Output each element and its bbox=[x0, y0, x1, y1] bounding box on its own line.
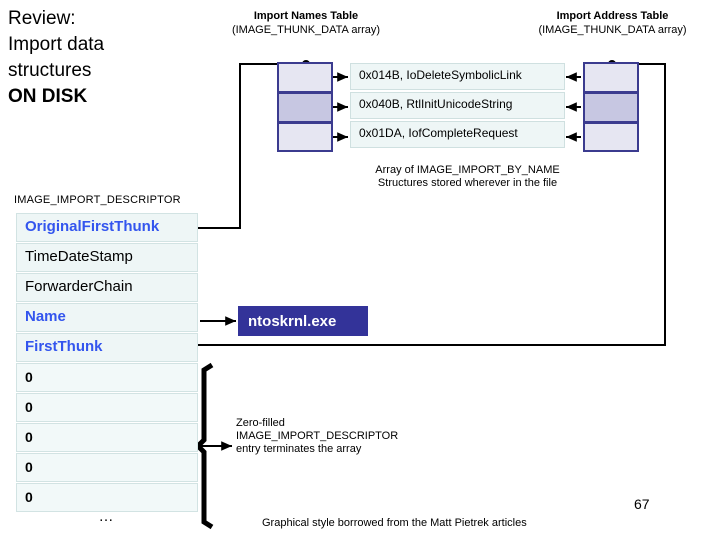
import-by-name-entry: 0x040B, RtlInitUnicodeString bbox=[350, 92, 565, 119]
import-address-table-stack bbox=[583, 62, 639, 152]
descriptor-field-name: Name bbox=[16, 303, 198, 332]
slide-title: Review: Import data structures ON DISK bbox=[8, 6, 198, 110]
descriptor-field-first-thunk: FirstThunk bbox=[16, 333, 198, 362]
iat-thunk-cell-1 bbox=[583, 92, 639, 122]
zero-descriptor-row: 0 bbox=[16, 393, 198, 422]
zero-descriptor-row: 0 bbox=[16, 483, 198, 512]
import-names-table-subtitle: (IMAGE_THUNK_DATA array) bbox=[231, 24, 381, 36]
int-thunk-cell-2 bbox=[277, 122, 333, 152]
descriptor-table-label: IMAGE_IMPORT_DESCRIPTOR bbox=[14, 194, 181, 206]
int-thunk-cell-0 bbox=[277, 62, 333, 92]
credit-line: Graphical style borrowed from the Matt P… bbox=[262, 517, 527, 529]
import-address-table-subtitle: (IMAGE_THUNK_DATA array) bbox=[538, 24, 687, 36]
int-thunk-cell-1 bbox=[277, 92, 333, 122]
dll-name-box: ntoskrnl.exe bbox=[238, 306, 368, 336]
title-line-1: Review: bbox=[8, 8, 76, 29]
title-emphasis: ON DISK bbox=[8, 86, 88, 107]
zero-filled-note: Zero-filled IMAGE_IMPORT_DESCRIPTOR entr… bbox=[236, 417, 436, 456]
descriptor-field-time-date-stamp: TimeDateStamp bbox=[16, 243, 198, 272]
import-address-table-title: Import Address Table bbox=[556, 10, 669, 22]
zero-descriptor-row: 0 bbox=[16, 363, 198, 392]
image-import-descriptor-table: OriginalFirstThunk TimeDateStamp Forward… bbox=[16, 213, 198, 363]
title-line-2: Import data bbox=[8, 34, 105, 55]
import-names-table-heading: Import Names Table (IMAGE_THUNK_DATA arr… bbox=[206, 9, 406, 37]
import-names-table-stack bbox=[277, 62, 333, 152]
descriptor-ellipsis: … bbox=[98, 508, 116, 525]
import-by-name-array-note: Array of IMAGE_IMPORT_BY_NAME Structures… bbox=[345, 164, 590, 190]
zero-note-line-1: Zero-filled bbox=[236, 417, 285, 429]
zero-note-line-2: IMAGE_IMPORT_DESCRIPTOR bbox=[236, 430, 399, 442]
import-address-table-heading: Import Address Table (IMAGE_THUNK_DATA a… bbox=[510, 9, 715, 37]
page-number: 67 bbox=[634, 496, 650, 512]
iat-thunk-cell-2 bbox=[583, 122, 639, 152]
array-note-line-2: Structures stored wherever in the file bbox=[377, 177, 558, 189]
import-names-table-title: Import Names Table bbox=[253, 10, 359, 22]
array-note-line-1: Array of IMAGE_IMPORT_BY_NAME bbox=[375, 164, 560, 176]
import-by-name-entry-list: 0x014B, IoDeleteSymbolicLink 0x040B, Rtl… bbox=[350, 63, 565, 150]
zero-note-line-3: entry terminates the array bbox=[236, 443, 362, 455]
import-by-name-entry: 0x014B, IoDeleteSymbolicLink bbox=[350, 63, 565, 90]
descriptor-field-forwarder-chain: ForwarderChain bbox=[16, 273, 198, 302]
iat-thunk-cell-0 bbox=[583, 62, 639, 92]
descriptor-field-original-first-thunk: OriginalFirstThunk bbox=[16, 213, 198, 242]
zero-filled-descriptor-table: 0 0 0 0 0 bbox=[16, 363, 198, 513]
import-by-name-entry: 0x01DA, IofCompleteRequest bbox=[350, 121, 565, 148]
title-line-3: structures bbox=[8, 60, 92, 81]
zero-descriptor-row: 0 bbox=[16, 453, 198, 482]
zero-descriptor-row: 0 bbox=[16, 423, 198, 452]
